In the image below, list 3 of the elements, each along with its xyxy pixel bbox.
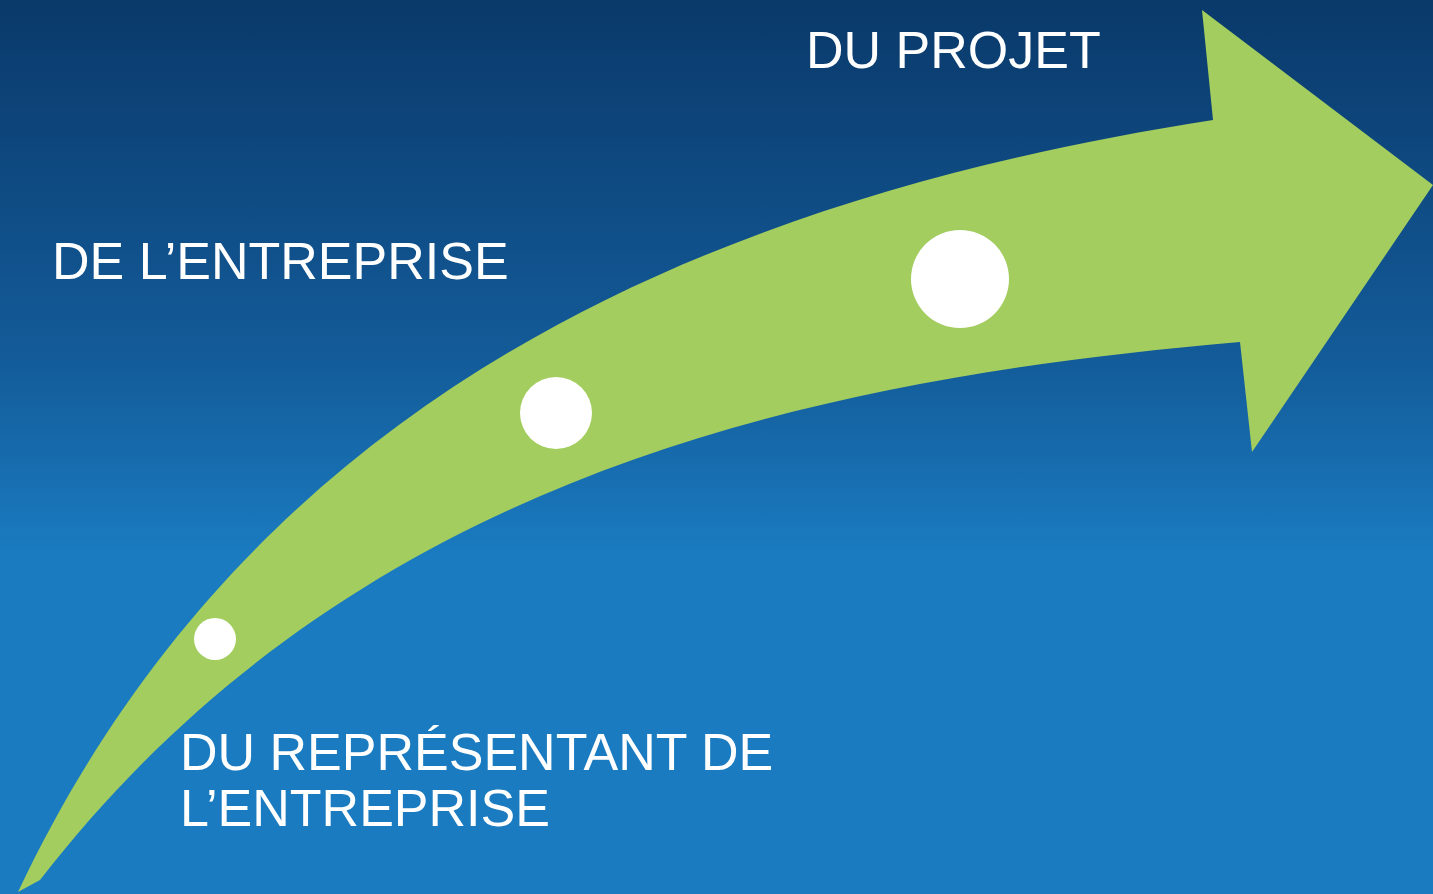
stage-label: DU PROJET — [806, 22, 1102, 78]
stage-label: DE L’ENTREPRISE — [52, 233, 510, 289]
stage-label: DU REPRÉSENTANT DE L’ENTREPRISE — [180, 724, 775, 836]
